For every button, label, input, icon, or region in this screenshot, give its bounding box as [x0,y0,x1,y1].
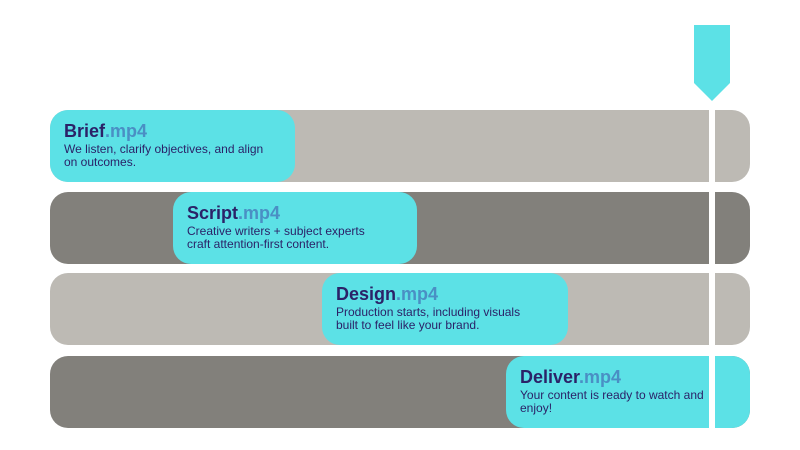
step-description: We listen, clarify objectives, and align… [64,142,264,169]
step-card-brief: Brief.mp4 We listen, clarify objectives,… [50,110,295,182]
step-name: Brief [64,121,106,141]
step-name: Design [336,284,397,304]
step-description: Creative writers + subject experts craft… [187,224,365,251]
step-card-script: Script.mp4 Creative writers + subject ex… [173,192,417,264]
step-extension: .mp4 [105,121,148,141]
step-extension: .mp4 [396,284,439,304]
playhead-marker-icon [694,25,730,101]
step-title: Deliver.mp4 [520,367,736,387]
step-extension: .mp4 [579,367,622,387]
step-card-design: Design.mp4 Production starts, including … [322,273,568,345]
step-title: Design.mp4 [336,284,554,304]
playhead-line [709,100,715,445]
step-title: Brief.mp4 [64,121,281,141]
step-description: Production starts, including visuals bui… [336,305,521,332]
step-description: Your content is ready to watch and enjoy… [520,388,704,415]
step-name: Deliver [520,367,580,387]
step-extension: .mp4 [238,203,281,223]
step-title: Script.mp4 [187,203,403,223]
step-name: Script [187,203,239,223]
